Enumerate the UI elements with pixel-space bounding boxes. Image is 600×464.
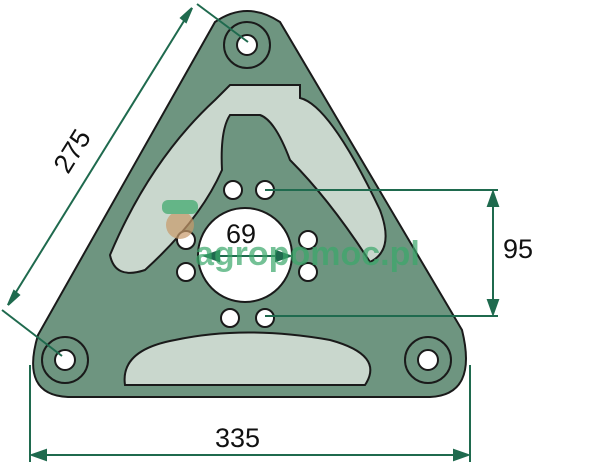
dim-bore-label: 69 [226, 219, 256, 249]
dimension-lines [1, 3, 500, 462]
farmer-logo [166, 211, 194, 239]
plate [32, 10, 467, 398]
lower-cutout [123, 331, 372, 386]
dim-spacing-label: 95 [503, 234, 533, 264]
corner-holes [41, 21, 452, 384]
dim-base-label: 335 [215, 423, 260, 453]
watermark-text: agropomoc.pl [195, 235, 420, 273]
dim-side-label: 275 [48, 124, 97, 178]
plate-outline [32, 10, 467, 398]
watermark: agropomoc.pl [162, 200, 420, 273]
